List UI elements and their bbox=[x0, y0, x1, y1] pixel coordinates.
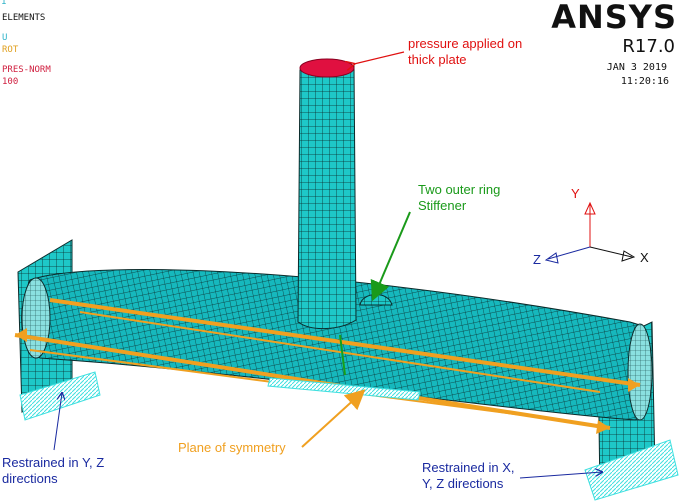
legend-item-value: 100 bbox=[2, 77, 19, 87]
stiffener-annotation-line1: Two outer ring bbox=[418, 182, 501, 197]
pipe-end-right bbox=[627, 323, 653, 421]
brand-date: JAN 3 2019 bbox=[606, 62, 667, 73]
restrained-yz-line2: directions bbox=[2, 471, 58, 486]
symmetry-line bbox=[339, 334, 346, 376]
pressure-plate bbox=[299, 58, 355, 78]
symmetry-leader bbox=[301, 389, 366, 448]
pressure-leader bbox=[354, 51, 405, 64]
pipe-end-left bbox=[21, 277, 51, 359]
corner-mark: 1 bbox=[1, 0, 7, 7]
triad-z-label: Z bbox=[533, 252, 541, 267]
pressure-annotation: pressure applied on thick plate bbox=[408, 36, 522, 68]
legend-item-rot: ROT bbox=[2, 45, 19, 55]
symmetry-annotation: Plane of symmetry bbox=[178, 440, 286, 455]
pressure-annotation-line2: thick plate bbox=[408, 52, 467, 67]
restrained-xyz-annotation: Restrained in X, Y, Z directions bbox=[422, 460, 515, 492]
restrained-yz-annotation: Restrained in Y, Z directions bbox=[2, 455, 104, 487]
constraint-right bbox=[584, 439, 679, 501]
legend-title: ELEMENTS bbox=[2, 13, 46, 23]
stiffener-annotation: Two outer ring Stiffener bbox=[418, 182, 500, 214]
brand-logo: ANSYS bbox=[551, 0, 677, 36]
triad-x-label: X bbox=[640, 250, 649, 265]
main-pipe bbox=[24, 269, 650, 421]
restrained-xyz-line1: Restrained in X, bbox=[422, 460, 515, 475]
stiffener-annotation-line2: Stiffener bbox=[418, 198, 467, 213]
restrained-yz-leader bbox=[53, 393, 62, 451]
brand-time: 11:20:16 bbox=[620, 76, 669, 87]
legend-item-u: U bbox=[2, 33, 8, 43]
restrained-xyz-leader bbox=[519, 472, 602, 479]
stiffener-leader bbox=[370, 211, 411, 302]
branch-pipe bbox=[297, 65, 357, 330]
brand-version: R17.0 bbox=[622, 36, 675, 57]
rotation-arrowheads bbox=[15, 328, 640, 434]
restrained-yz-line1: Restrained in Y, Z bbox=[2, 455, 105, 470]
legend-item-pres: PRES-NORM bbox=[2, 65, 51, 75]
coordinate-triad bbox=[544, 201, 636, 264]
triad-y-label: Y bbox=[571, 186, 580, 201]
pressure-annotation-line1: pressure applied on bbox=[408, 36, 523, 51]
brand-block: ANSYS R17.0 JAN 3 2019 11:20:16 bbox=[551, 0, 681, 112]
legend: ELEMENTS U ROT PRES-NORM 100 bbox=[2, 12, 51, 88]
restrained-xyz-line2: Y, Z directions bbox=[422, 476, 504, 491]
constraint-symmetry bbox=[267, 377, 421, 401]
